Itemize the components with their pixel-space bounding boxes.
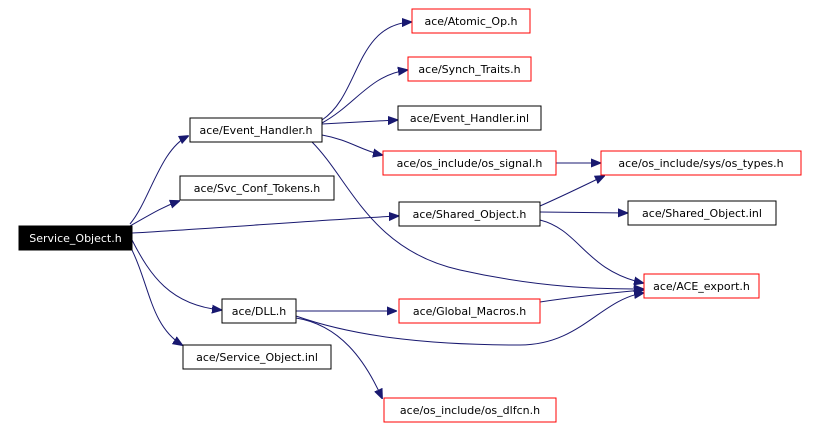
node-service-object-h[interactable]: Service_Object.h (18, 225, 133, 251)
node-label: ace/DLL.h (232, 305, 286, 318)
nodes: Service_Object.h ace/Event_Handler.h ace… (18, 8, 802, 423)
node-label: ace/Event_Handler.h (199, 124, 312, 137)
node-shared-object-h[interactable]: ace/Shared_Object.h (398, 201, 541, 227)
node-atomic-op-h[interactable]: ace/Atomic_Op.h (411, 8, 531, 34)
node-label: ace/os_include/os_signal.h (397, 157, 543, 170)
edge-shared-object-to-os-types (539, 176, 604, 207)
node-os-dlfcn-h[interactable]: ace/os_include/os_dlfcn.h (383, 397, 557, 423)
node-label: Service_Object.h (29, 232, 121, 245)
node-synch-traits-h[interactable]: ace/Synch_Traits.h (407, 56, 532, 82)
node-label: ace/Synch_Traits.h (418, 63, 520, 76)
edge-dll-to-os-dlfcn (295, 317, 382, 398)
edge-service-object-to-dll (131, 239, 221, 310)
edge-event-handler-to-ace-export (311, 141, 643, 289)
node-label: ace/ACE_export.h (653, 280, 750, 293)
edge-event-handler-to-synch-traits (321, 70, 407, 124)
edge-dll-to-ace-export (295, 293, 643, 346)
node-label: ace/Svc_Conf_Tokens.h (194, 182, 321, 195)
node-label: ace/Shared_Object.inl (642, 207, 762, 220)
node-shared-object-inl[interactable]: ace/Shared_Object.inl (627, 200, 777, 226)
edge-shared-object-to-ace-export (539, 219, 643, 283)
edge-service-object-to-shared-object (131, 216, 398, 234)
node-global-macros-h[interactable]: ace/Global_Macros.h (398, 298, 541, 324)
node-ace-export-h[interactable]: ace/ACE_export.h (643, 273, 760, 299)
edge-service-object-to-svc-conf-tokens (129, 201, 179, 227)
node-label: ace/Global_Macros.h (413, 305, 526, 318)
edge-shared-object-to-shared-object-inl (539, 212, 627, 213)
edge-global-macros-to-ace-export (539, 290, 643, 303)
edges (129, 22, 643, 398)
edge-event-handler-to-event-handler-inl (321, 120, 397, 124)
node-event-handler-h[interactable]: ace/Event_Handler.h (189, 117, 323, 143)
node-label: ace/Event_Handler.inl (410, 112, 529, 125)
node-label: ace/Service_Object.inl (196, 351, 318, 364)
node-dll-h[interactable]: ace/DLL.h (221, 298, 297, 324)
edge-service-object-to-event-handler (129, 136, 188, 225)
node-label: ace/Atomic_Op.h (424, 15, 517, 28)
node-label: ace/os_include/os_dlfcn.h (400, 404, 540, 417)
node-label: ace/os_include/sys/os_types.h (618, 157, 783, 170)
node-os-signal-h[interactable]: ace/os_include/os_signal.h (382, 150, 557, 176)
edge-event-handler-to-atomic-op (321, 22, 411, 121)
edge-event-handler-to-os-signal (321, 134, 382, 155)
node-os-types-h[interactable]: ace/os_include/sys/os_types.h (600, 150, 802, 176)
node-label: ace/Shared_Object.h (413, 208, 527, 221)
edge-service-object-to-service-object-inl (129, 245, 182, 345)
node-svc-conf-tokens-h[interactable]: ace/Svc_Conf_Tokens.h (179, 175, 335, 201)
node-event-handler-inl[interactable]: ace/Event_Handler.inl (397, 105, 542, 131)
node-service-object-inl[interactable]: ace/Service_Object.inl (182, 344, 332, 370)
